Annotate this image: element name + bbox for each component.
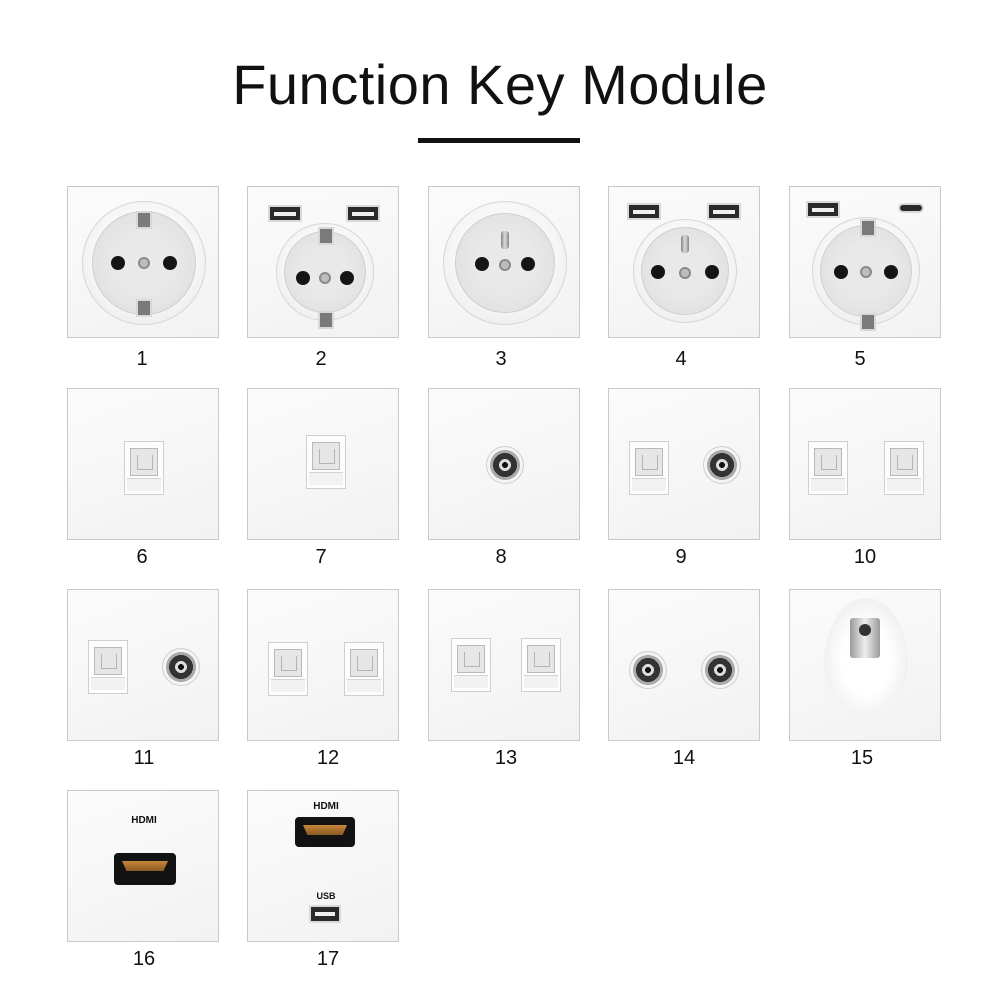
- module-tile-10[interactable]: [789, 388, 941, 540]
- module-tile-3[interactable]: [428, 186, 580, 338]
- module-number-2: 2: [315, 348, 327, 370]
- module-tile-2[interactable]: [247, 186, 399, 338]
- coax-tv-port: [162, 648, 200, 686]
- usb-c-port: [898, 203, 924, 213]
- socket-center: [499, 259, 511, 271]
- socket-hole-right: [705, 265, 719, 279]
- socket-center: [138, 257, 150, 269]
- socket-hole-left: [296, 271, 310, 285]
- earth-clip-bottom: [136, 299, 152, 317]
- module-tile-9[interactable]: [608, 388, 760, 540]
- rj45-port: [88, 640, 128, 694]
- rj45-port-right: [344, 642, 384, 696]
- module-number-10: 10: [853, 546, 877, 568]
- coax-tv-port: [703, 446, 741, 484]
- usb-a-port-left: [268, 205, 302, 222]
- module-tile-16[interactable]: HDMI: [67, 790, 219, 942]
- hdmi-label: HDMI: [313, 801, 339, 812]
- earth-clip-bottom: [318, 311, 334, 329]
- title-underline: [418, 138, 580, 143]
- rj45-port: [124, 441, 164, 495]
- module-number-8: 8: [495, 546, 507, 568]
- page-title: Function Key Module: [232, 53, 768, 116]
- coax-tv-port: [486, 446, 524, 484]
- f-connector-port: [850, 618, 880, 658]
- module-number-12: 12: [316, 747, 340, 769]
- rj45-port: [629, 441, 669, 495]
- socket-center: [319, 272, 331, 284]
- usb-a-port-right: [707, 203, 741, 220]
- module-number-6: 6: [136, 546, 148, 568]
- earth-pin: [501, 231, 509, 249]
- socket-hole-left: [834, 265, 848, 279]
- socket-hole-right: [163, 256, 177, 270]
- earth-clip-top: [136, 211, 152, 229]
- module-number-15: 15: [850, 747, 874, 769]
- rj45-port-right: [884, 441, 924, 495]
- hdmi-label: HDMI: [131, 815, 157, 826]
- module-number-7: 7: [315, 546, 327, 568]
- socket-center: [860, 266, 872, 278]
- module-tile-11[interactable]: [67, 589, 219, 741]
- usb-a-port-left: [627, 203, 661, 220]
- earth-clip-top: [860, 219, 876, 237]
- module-number-9: 9: [675, 546, 687, 568]
- module-tile-12[interactable]: [247, 589, 399, 741]
- hdmi-port: [295, 817, 355, 847]
- module-tile-15[interactable]: [789, 589, 941, 741]
- coax-tv-port-right: [701, 651, 739, 689]
- socket-center: [679, 267, 691, 279]
- rj45-port-left: [268, 642, 308, 696]
- coax-tv-port-left: [629, 651, 667, 689]
- module-tile-14[interactable]: [608, 589, 760, 741]
- module-tile-8[interactable]: [428, 388, 580, 540]
- module-tile-1[interactable]: [67, 186, 219, 338]
- module-number-17: 17: [316, 948, 340, 970]
- rj45-port: [306, 435, 346, 489]
- socket-hole-right: [521, 257, 535, 271]
- module-tile-17[interactable]: HDMI USB: [247, 790, 399, 942]
- usb-label: USB: [316, 891, 336, 901]
- module-number-13: 13: [494, 747, 518, 769]
- module-number-11: 11: [133, 747, 155, 769]
- rj45-port-left: [808, 441, 848, 495]
- earth-pin: [681, 235, 689, 253]
- rj45-port-left: [451, 638, 491, 692]
- module-tile-6[interactable]: [67, 388, 219, 540]
- module-number-3: 3: [495, 348, 507, 370]
- module-number-5: 5: [854, 348, 866, 370]
- socket-hole-left: [111, 256, 125, 270]
- socket-hole-right: [340, 271, 354, 285]
- module-number-4: 4: [675, 348, 687, 370]
- module-tile-7[interactable]: [247, 388, 399, 540]
- socket-hole-left: [651, 265, 665, 279]
- earth-clip-top: [318, 227, 334, 245]
- module-number-1: 1: [136, 348, 148, 370]
- rj45-port-right: [521, 638, 561, 692]
- earth-clip-bottom: [860, 313, 876, 331]
- usb-a-port: [309, 905, 341, 923]
- usb-a-port: [806, 201, 840, 218]
- hdmi-port: [114, 853, 176, 885]
- socket-hole-right: [884, 265, 898, 279]
- usb-a-port-right: [346, 205, 380, 222]
- module-tile-5[interactable]: [789, 186, 941, 338]
- module-tile-13[interactable]: [428, 589, 580, 741]
- module-number-16: 16: [132, 948, 156, 970]
- socket-hole-left: [475, 257, 489, 271]
- module-tile-4[interactable]: [608, 186, 760, 338]
- module-number-14: 14: [672, 747, 696, 769]
